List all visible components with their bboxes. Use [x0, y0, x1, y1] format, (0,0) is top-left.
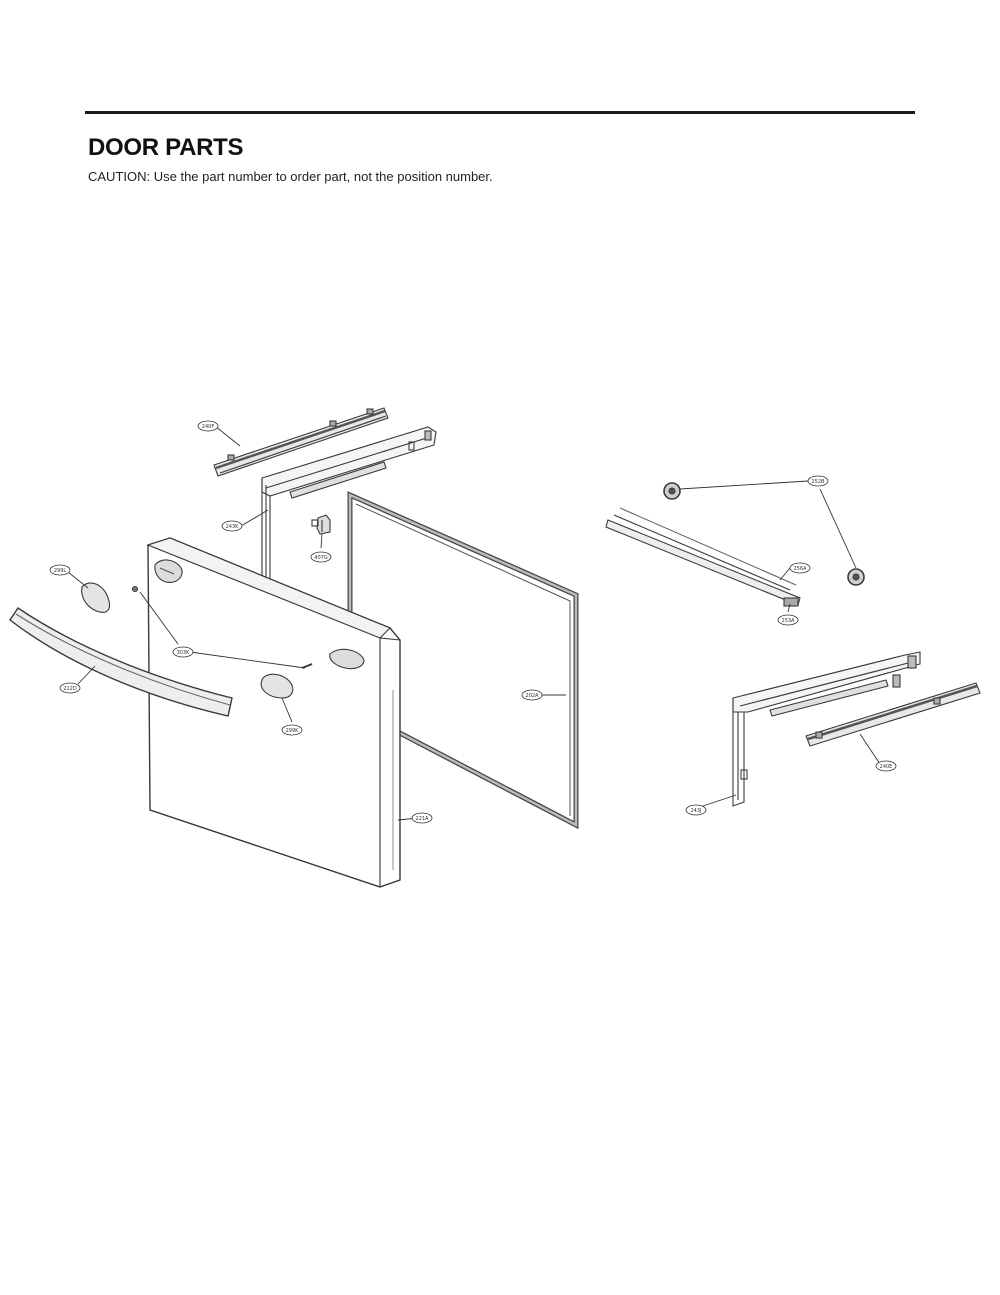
door-rollers [663, 482, 865, 586]
leader-lines [67, 425, 881, 821]
callout-221A: 221A [411, 812, 433, 824]
page-title: DOOR PARTS [88, 134, 244, 161]
svg-text:407G: 407G [314, 555, 328, 561]
header-rule [85, 111, 915, 114]
door-panel [146, 537, 401, 888]
svg-text:299L: 299L [54, 568, 67, 574]
svg-text:212D: 212D [63, 686, 77, 692]
lower-door-frame [732, 651, 921, 807]
svg-text:240E: 240E [880, 764, 893, 770]
lower-slide-rail [805, 682, 981, 747]
svg-text:243K: 243K [226, 524, 240, 530]
handle-cap-left [81, 582, 111, 613]
callout-tags: 240F 243K 407G 299L 303K 212D 299K 202A … [49, 420, 897, 824]
handle-cap-right [260, 673, 294, 699]
door-screws [131, 585, 313, 669]
callout-202A: 202A [521, 689, 543, 701]
caution-note: CAUTION: Use the part number to order pa… [88, 169, 493, 184]
callout-303K: 303K [172, 646, 194, 658]
callout-212D: 212D [59, 682, 81, 694]
svg-text:243J: 243J [690, 808, 701, 814]
svg-text:221A: 221A [416, 816, 430, 822]
door-handle [9, 607, 233, 717]
rod-cap [783, 597, 799, 607]
svg-text:240F: 240F [202, 424, 215, 430]
callout-240E: 240E [875, 760, 897, 772]
callout-240F: 240F [197, 420, 219, 432]
callout-256A: 256A [789, 562, 811, 574]
callout-243K: 243K [221, 520, 243, 532]
svg-text:252B: 252B [812, 479, 826, 485]
callout-299L: 299L [49, 564, 71, 576]
callout-253A: 253A [777, 614, 799, 626]
svg-text:253A: 253A [782, 618, 796, 624]
svg-text:299K: 299K [286, 728, 300, 734]
top-slide-rail [213, 407, 389, 477]
svg-text:256A: 256A [794, 566, 808, 572]
door-clip [311, 514, 331, 535]
upper-door-frame [261, 426, 437, 583]
svg-text:202A: 202A [526, 693, 540, 699]
callout-243J: 243J [685, 804, 707, 816]
svg-text:303K: 303K [177, 650, 191, 656]
callout-252B: 252B [807, 475, 829, 487]
stabilizer-rod [605, 507, 801, 606]
callout-299K: 299K [281, 724, 303, 736]
callout-407G: 407G [310, 551, 332, 563]
